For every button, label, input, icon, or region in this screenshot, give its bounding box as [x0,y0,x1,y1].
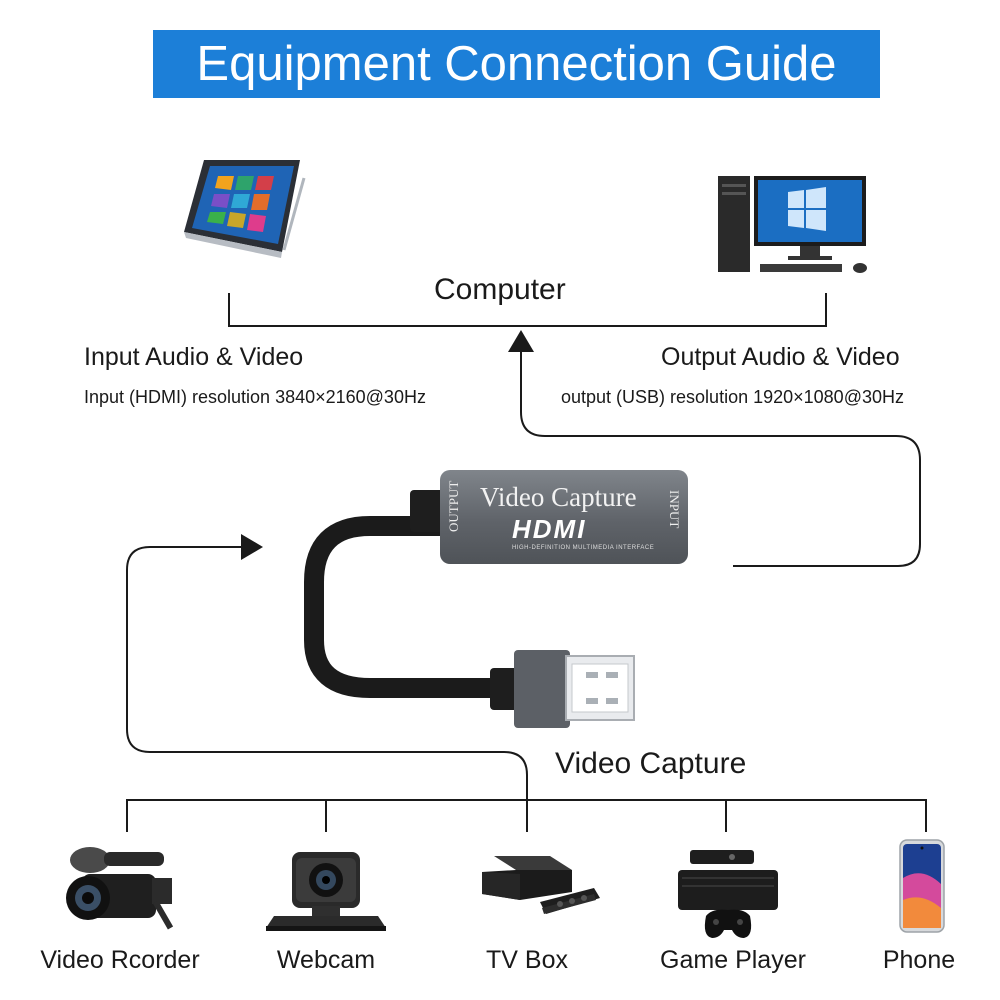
output-port-label: OUTPUT [446,480,461,532]
video-recorder-icon [60,838,190,934]
webcam-icon [262,848,390,932]
arrow-right-to-capture [241,534,263,560]
phone-icon [898,838,946,934]
hdmi-subtitle-text: HIGH-DEFINITION MULTIMEDIA INTERFACE [512,545,655,551]
usb-cable [304,516,635,728]
game-console-icon [672,846,784,940]
computer-bracket [228,293,827,327]
input-audio-video-label: Input Audio & Video [84,343,304,371]
source-label-phone: Phone [882,946,956,974]
device-name-text: Video Capture [480,482,637,512]
tv-box-icon [476,848,606,930]
hdmi-logo-text: HDMI [512,514,587,544]
usb-plug-collar [490,668,520,710]
source-label-webcam: Webcam [276,946,376,974]
page-title: Equipment Connection Guide [196,37,837,91]
source-label-game-player: Game Player [660,946,806,974]
output-resolution-text: output (USB) resolution 1920×1080@30Hz [561,387,904,407]
input-port-label: INPUT [667,490,682,529]
usb-plug-body [514,650,570,728]
tablet-icon [178,152,318,272]
input-path [126,546,528,830]
video-capture-label: Video Capture [555,747,747,780]
video-capture-device: OUTPUT INPUT Video Capture HDMI HIGH-DEF… [440,470,688,564]
computer-label: Computer [434,273,566,306]
title-banner: Equipment Connection Guide [153,30,880,98]
source-label-video-recorder: Video Rcorder [40,946,200,974]
source-label-tv-box: TV Box [486,946,568,974]
input-resolution-text: Input (HDMI) resolution 3840×2160@30Hz [84,387,426,407]
arrow-up-to-computer [508,330,534,352]
output-audio-video-label: Output Audio & Video [661,343,900,371]
desktop-computer-icon [714,172,880,278]
output-path [520,345,921,567]
